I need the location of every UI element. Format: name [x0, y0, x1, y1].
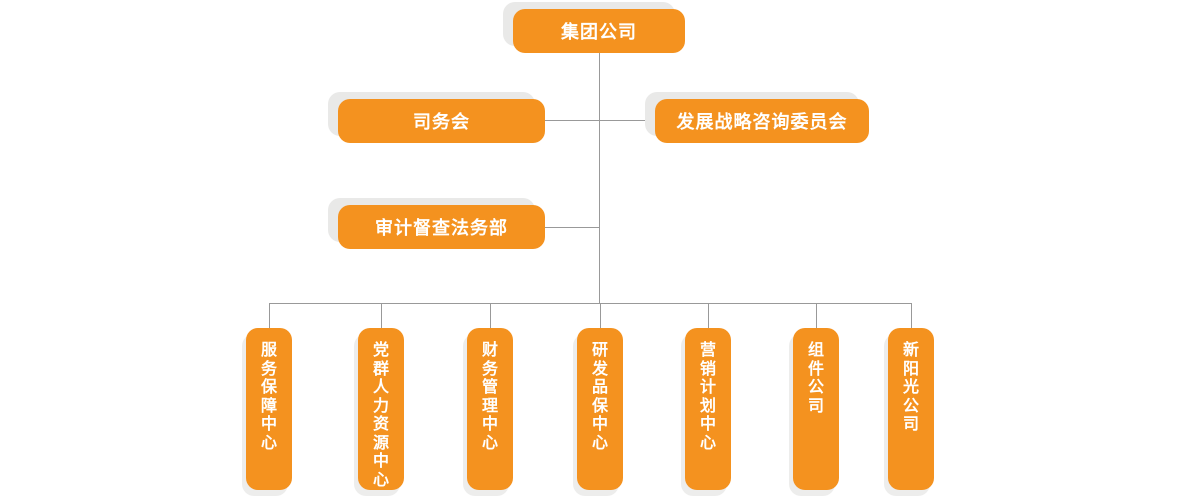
org-node-label: 审计督查法务部 [375, 218, 508, 238]
org-node-finance-center: 财务管理中心 [467, 328, 513, 490]
org-node-label: 司务会 [413, 112, 470, 132]
org-node-new-sunshine-company: 新阳光公司 [888, 328, 934, 490]
connector-drop-4 [600, 303, 601, 329]
org-node-label: 研发品保中心 [591, 342, 608, 452]
org-node-marketing-planning-center: 营销计划中心 [685, 328, 731, 490]
org-node-rd-qa-center: 研发品保中心 [577, 328, 623, 490]
org-node-label: 新阳光公司 [902, 342, 919, 433]
org-node-service-support-center: 服务保障中心 [246, 328, 292, 490]
org-node-party-hr-center: 党群人力资源中心 [358, 328, 404, 490]
org-node-label: 财务管理中心 [481, 342, 498, 452]
connector-drop-2 [381, 303, 382, 329]
org-node-group-company: 集团公司 [513, 9, 685, 53]
org-node-label: 服务保障中心 [260, 342, 277, 452]
connector-drop-1 [269, 303, 270, 329]
connector-drop-5 [708, 303, 709, 329]
org-node-components-company: 组件公司 [793, 328, 839, 490]
connector-level3-horizontal [545, 227, 599, 228]
org-node-label: 党群人力资源中心 [372, 342, 389, 489]
org-node-label: 营销计划中心 [699, 342, 716, 452]
org-node-label: 组件公司 [807, 342, 824, 415]
org-node-label: 集团公司 [561, 22, 637, 42]
org-node-strategy-committee: 发展战略咨询委员会 [655, 99, 869, 143]
connector-drop-3 [490, 303, 491, 329]
connector-departments-bus [269, 303, 912, 304]
connector-level2-horizontal [545, 120, 655, 121]
connector-drop-6 [816, 303, 817, 329]
org-node-label: 发展战略咨询委员会 [676, 112, 848, 132]
connector-root-vertical [599, 53, 600, 304]
org-node-council: 司务会 [338, 99, 545, 143]
org-node-audit-legal-dept: 审计督查法务部 [338, 205, 545, 249]
connector-drop-7 [911, 303, 912, 329]
